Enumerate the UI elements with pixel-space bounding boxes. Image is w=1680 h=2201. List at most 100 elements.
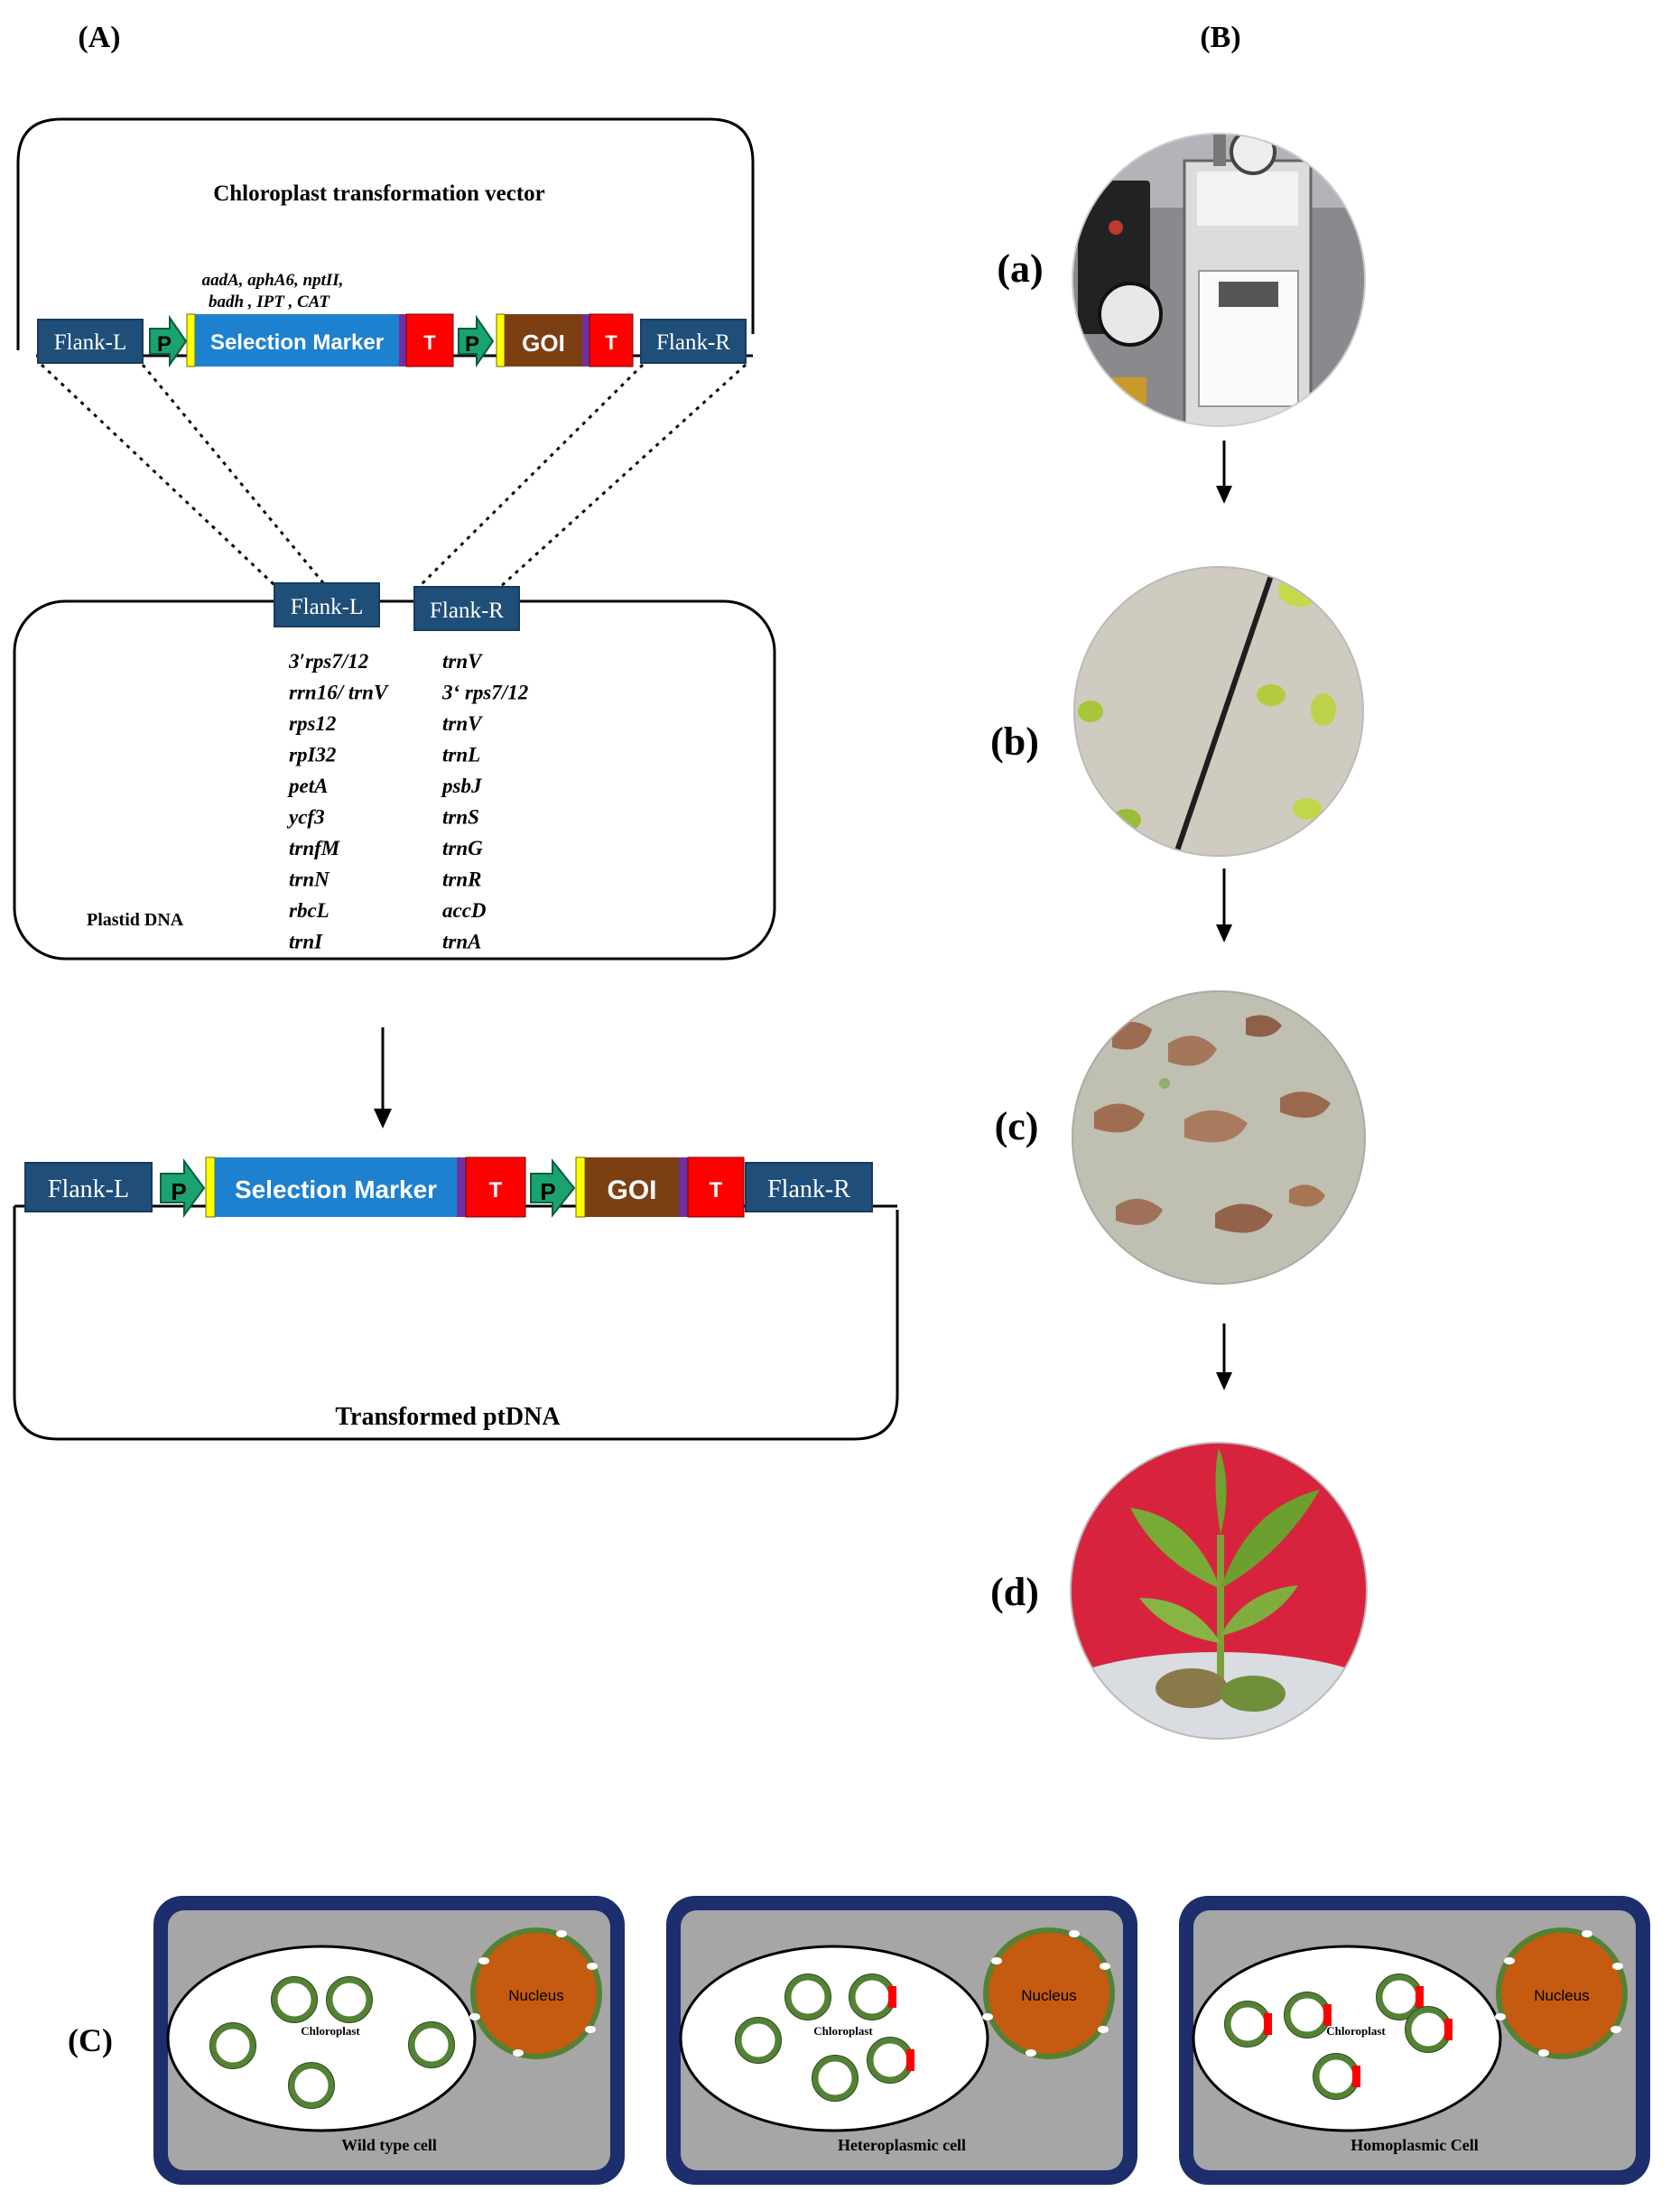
panel-a-label: (A): [78, 21, 120, 54]
promoter-arrow-2: [458, 314, 495, 368]
nuclear-pore: [478, 1957, 489, 1964]
step-c-label: (c): [995, 1104, 1039, 1148]
t-spacer-yellow: [205, 1156, 216, 1218]
plastid-dna-label: Plastid DNA: [87, 910, 184, 930]
flank-l-box: [37, 319, 144, 364]
right-site-9: trnA: [442, 931, 481, 953]
plastid-dna: Flank-L Flank-R Plastid DNA 3′rps7/12rrn…: [13, 582, 776, 961]
nuclear-pore: [1504, 1957, 1515, 1964]
transgene-insert: [1415, 1986, 1424, 2008]
promoter-label: P: [157, 332, 172, 357]
plastid-outline: [209, 2022, 256, 2069]
selection-marker-label: Selection Marker: [210, 330, 384, 355]
marker-genes-line1: aadA, aphA6, nptII,: [202, 271, 344, 290]
nuclear-pore: [1495, 2013, 1506, 2020]
t-selection-marker-box: [215, 1157, 457, 1217]
plastid-genome: [326, 1976, 373, 2023]
step-b-photo: [1073, 566, 1364, 857]
plastid-outline: [288, 2062, 335, 2109]
transgene-insert: [1352, 2066, 1360, 2087]
plastid-flank-r-label: Flank-R: [430, 599, 504, 623]
left-site-0: 3′rps7/12: [288, 650, 368, 673]
nuclear-pore: [1026, 2049, 1036, 2057]
goi-label: GOI: [522, 330, 565, 357]
t-promoter-label-2: P: [540, 1178, 555, 1205]
cell-caption: Wild type cell: [341, 2136, 437, 2154]
plastid-flank-r-box: [413, 586, 520, 631]
t-spacer-yellow-2: [575, 1156, 586, 1218]
transgene-insert: [888, 1986, 896, 2008]
chloroplast-label: Chloroplast: [813, 2024, 873, 2038]
marker-genes-line2: badh , IPT , CAT: [209, 293, 330, 311]
t-terminator-label: T: [489, 1178, 503, 1203]
right-site-6: trnG: [442, 837, 483, 859]
chloroplast-label: Chloroplast: [301, 2024, 360, 2038]
step-c-photo: [1072, 990, 1366, 1285]
terminator-label: T: [423, 331, 436, 354]
nuclear-pore: [1610, 2026, 1621, 2033]
left-site-7: trnN: [289, 868, 330, 891]
left-site-9: trnI: [289, 931, 323, 953]
left-site-6: trnfM: [289, 837, 341, 859]
plastid-genome: [784, 1973, 831, 2020]
t-promoter-arrow-2: [530, 1158, 576, 1218]
cell-caption: Homoplasmic Cell: [1350, 2136, 1479, 2154]
panel-c-label: (C): [68, 2022, 113, 2058]
t-flank-l-label: Flank-L: [48, 1175, 129, 1203]
t-terminator-box-2: [687, 1156, 745, 1218]
t-goi-label: GOI: [607, 1175, 656, 1205]
vector-title: Chloroplast transformation vector: [213, 181, 545, 206]
t-spacer-purple-2: [679, 1157, 688, 1217]
left-site-2: rps12: [289, 712, 336, 735]
promoter-label-2: P: [465, 332, 479, 357]
flank-r-label: Flank-R: [656, 330, 730, 355]
nuclear-pore: [1069, 1930, 1080, 1937]
flank-r-box: [640, 319, 747, 364]
spacer-yellow: [186, 313, 196, 367]
transformed-label: Transformed ptDNA: [335, 1403, 561, 1431]
step-b-label: (b): [990, 720, 1039, 764]
flank-l-label: Flank-L: [54, 330, 127, 355]
transgene-insert: [1444, 2019, 1453, 2040]
step-a-photo: [1072, 133, 1366, 427]
t-goi-box: [585, 1157, 679, 1217]
plastid-outline: [326, 1976, 373, 2023]
promoter-arrow: [149, 314, 188, 368]
plastid-flank-l-box: [274, 582, 380, 627]
nuclear-pore: [556, 1930, 567, 1937]
vacuole: [1192, 1945, 1502, 2132]
left-site-4: petA: [287, 775, 328, 797]
nuclear-pore: [1612, 1963, 1623, 1970]
plastid-outline: [735, 2017, 782, 2064]
right-site-3: trnL: [442, 744, 480, 766]
nuclear-pore: [1100, 1963, 1110, 1970]
t-flank-l-box: [24, 1162, 153, 1212]
right-site-4: psbJ: [441, 775, 483, 797]
nuclear-pore: [587, 1963, 598, 1970]
plastid-outline: [784, 1973, 831, 2020]
step-d-photo: [1070, 1442, 1368, 1740]
selection-marker-box: [195, 314, 399, 367]
plastid-genome: [271, 1976, 318, 2023]
right-site-0: trnV: [442, 650, 483, 673]
t-flank-r-box: [745, 1162, 873, 1212]
nucleus: [1496, 1927, 1628, 2059]
down-arrow-a: [374, 1027, 392, 1128]
left-site-3: rpI32: [289, 744, 336, 766]
vacuole: [166, 1945, 477, 2132]
panel-b-label: (B): [1200, 21, 1240, 54]
right-site-2: trnV: [442, 712, 483, 735]
right-site-1: 3‘ rps7/12: [441, 682, 528, 704]
t-terminator-box: [465, 1156, 526, 1218]
t-promoter-arrow: [160, 1157, 206, 1219]
transgene-insert: [1264, 2013, 1272, 2035]
plastid-outline: [812, 2055, 859, 2102]
vector-outline: [16, 117, 755, 350]
step-a-label: (a): [997, 246, 1043, 291]
left-site-5: ycf3: [286, 806, 325, 829]
